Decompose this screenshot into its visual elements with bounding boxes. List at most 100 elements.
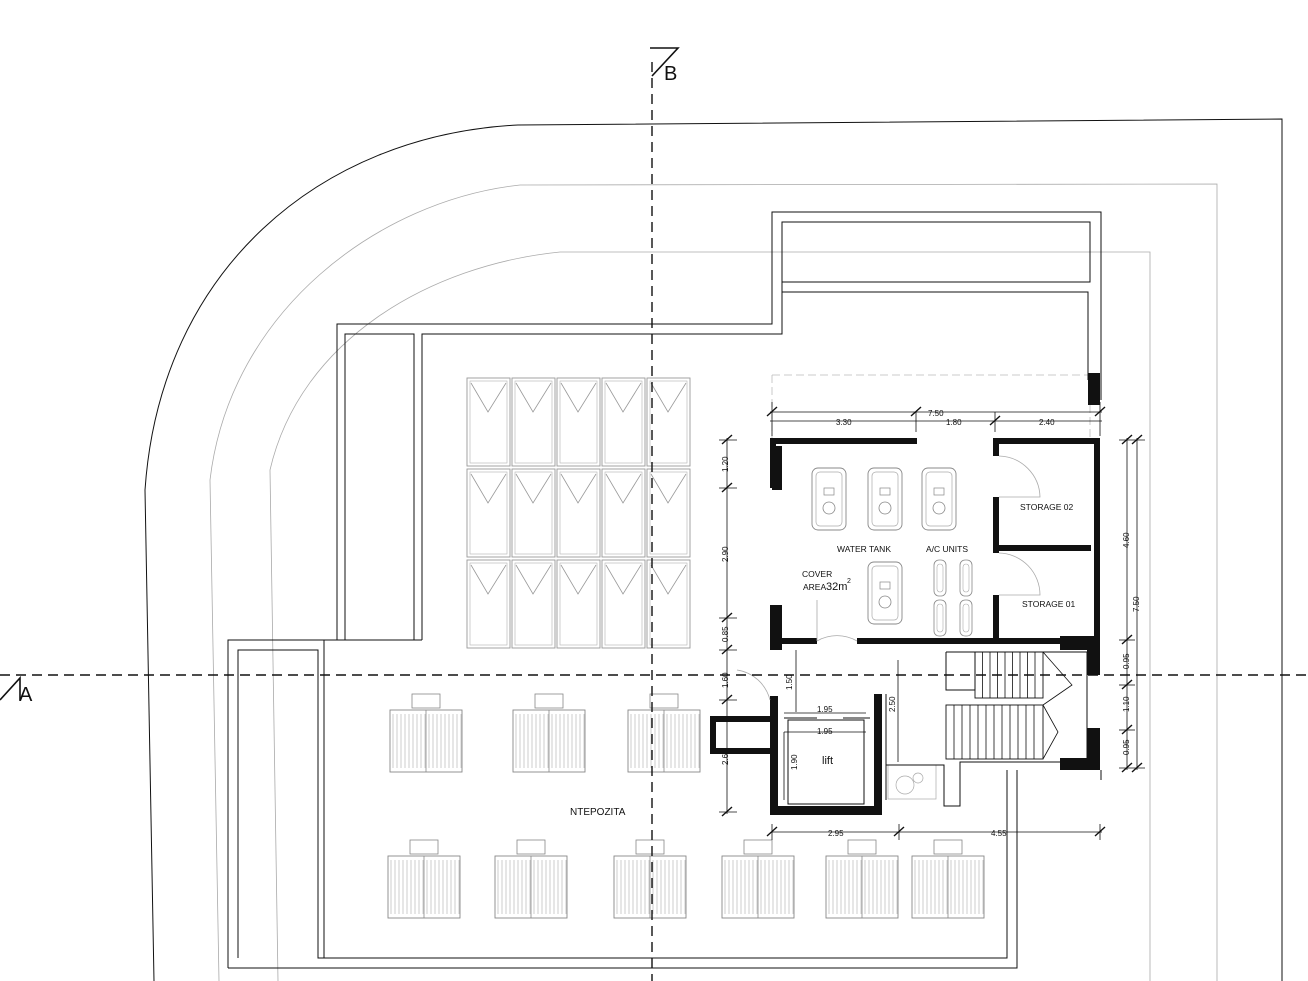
solar-panel-mark	[560, 382, 597, 413]
water-tank-unit	[811, 467, 847, 531]
solar-panel-mark	[515, 473, 552, 504]
label-area-value: 32m	[826, 581, 847, 593]
label-storage-02: STORAGE 02	[1020, 502, 1073, 512]
door-swing-storage-02	[998, 455, 1041, 498]
condenser-unit	[721, 839, 795, 919]
solar-panel-mark	[650, 564, 687, 595]
label-area-sup: 2	[847, 578, 851, 585]
solar-panel-frame	[469, 471, 508, 555]
solar-panel	[511, 468, 556, 558]
dim-door-h: 1.50	[785, 674, 794, 690]
dim-top-c: 2.40	[1039, 418, 1055, 427]
dim-top-b: 1.80	[946, 418, 962, 427]
door-swing-lift-lobby	[736, 669, 771, 701]
dim-right-c: 1.10	[1122, 696, 1131, 712]
solar-panel	[511, 559, 556, 649]
solar-panel-mark	[650, 473, 687, 504]
solar-panel	[646, 468, 691, 558]
dim-lift-w2: 1.95	[817, 727, 833, 736]
solar-panel	[601, 468, 646, 558]
solar-panel-mark	[470, 473, 507, 504]
door-swing-storage-01	[998, 552, 1041, 596]
label-ac-units: A/C UNITS	[926, 544, 968, 554]
setback-line-outer	[209, 183, 1218, 981]
parapet-wall-mark	[1088, 373, 1100, 405]
dim-top-a: 3.30	[836, 418, 852, 427]
solar-panel	[646, 559, 691, 649]
dim-left-a: 1.20	[721, 456, 730, 472]
dim-left-e: 2.65	[721, 749, 730, 765]
solar-panel-mark	[470, 564, 507, 595]
solar-panel	[556, 468, 601, 558]
dim-bottom-b: 4.55	[991, 829, 1007, 838]
section-marker-b-flag	[650, 47, 680, 77]
solar-panel	[511, 377, 556, 467]
solar-panel-mark	[605, 382, 642, 413]
dim-top-total: 7.50	[928, 409, 944, 418]
dim-left-d: 1.60	[721, 672, 730, 688]
solar-panel-mark	[470, 382, 507, 413]
label-cover: COVER	[802, 569, 832, 579]
solar-panel-frame	[649, 562, 688, 646]
section-marker-a-label: A	[19, 684, 33, 706]
ac-indoor-unit	[959, 599, 973, 637]
solar-panel-frame	[604, 380, 643, 464]
condenser-unit	[494, 839, 568, 919]
solar-panel-frame	[559, 471, 598, 555]
condenser-unit	[825, 839, 899, 919]
label-lift: lift	[822, 755, 833, 767]
solar-panel-mark	[650, 382, 687, 413]
solar-panel-mark	[605, 473, 642, 504]
core-thin-lines	[784, 651, 1088, 807]
dim-right-b: 0.95	[1122, 653, 1131, 669]
dim-right-a: 4.60	[1122, 532, 1131, 548]
label-area: AREA	[803, 582, 826, 592]
condenser-unit	[911, 839, 985, 919]
section-marker-b-label: B	[664, 63, 677, 85]
solar-panel-frame	[559, 380, 598, 464]
door-swing-cover	[816, 600, 858, 642]
solar-panel	[466, 468, 511, 558]
water-tank-unit	[867, 561, 903, 625]
building-parapet-inner	[237, 221, 1091, 959]
solar-panel-mark	[515, 382, 552, 413]
label-storage-01: STORAGE 01	[1022, 599, 1075, 609]
ac-condenser-units	[387, 467, 985, 919]
solar-panel-array	[466, 377, 691, 649]
water-tank-unit	[921, 467, 957, 531]
condenser-unit	[627, 693, 701, 773]
ac-indoor-unit	[959, 559, 973, 597]
wheelchair-symbol	[887, 764, 937, 800]
water-tank-unit	[867, 467, 903, 531]
solar-panel-frame	[469, 562, 508, 646]
solar-panel	[601, 377, 646, 467]
dim-bottom-a: 2.95	[828, 829, 844, 838]
ac-indoor-unit	[933, 599, 947, 637]
solar-panel	[556, 377, 601, 467]
label-ntepozita: NTEPOZITA	[570, 807, 626, 818]
dim-right-total: 7.50	[1132, 596, 1141, 612]
solar-panel-frame	[604, 471, 643, 555]
dim-lift-w1: 1.95	[817, 705, 833, 714]
ac-indoor-unit	[933, 559, 947, 597]
solar-panel-frame	[514, 380, 553, 464]
setback-line-inner	[269, 251, 1151, 981]
condenser-unit	[389, 693, 463, 773]
solar-panel-frame	[469, 380, 508, 464]
stair-flight-lower	[945, 704, 1059, 760]
solar-panel	[466, 377, 511, 467]
solar-panel-mark	[605, 564, 642, 595]
solar-panel-frame	[514, 471, 553, 555]
solar-panel	[601, 559, 646, 649]
label-water-tank: WATER TANK	[837, 544, 891, 554]
dimension-lines	[719, 402, 1145, 840]
dim-left-b: 2.90	[721, 546, 730, 562]
dimension-ticks	[721, 406, 1143, 837]
solar-panel-mark	[560, 564, 597, 595]
condenser-unit	[512, 693, 586, 773]
plot-boundary	[144, 118, 1283, 981]
solar-panel-frame	[559, 562, 598, 646]
dim-corridor-h: 2.50	[888, 696, 897, 712]
solar-panel	[466, 559, 511, 649]
